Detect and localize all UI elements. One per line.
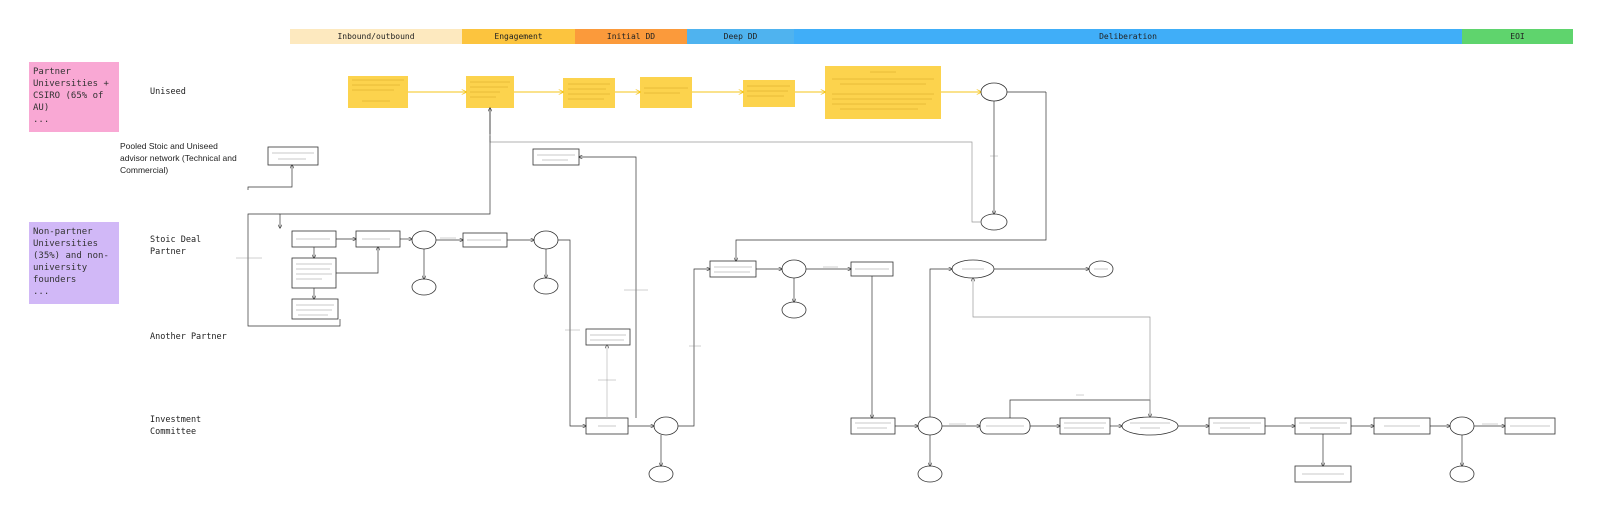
uniseed-note (563, 78, 615, 108)
uniseed-note (348, 76, 408, 108)
process-box (850, 417, 896, 435)
process-box (1294, 417, 1352, 435)
uniseed-note (640, 77, 692, 108)
decision-node (917, 465, 943, 483)
decision-node (411, 230, 437, 250)
decision-node (1449, 416, 1475, 436)
decision-node (1449, 465, 1475, 483)
decision-node (533, 230, 559, 250)
note-extra: ... (33, 115, 50, 125)
phase-bar: Deep DD (687, 29, 794, 44)
uniseed-note (825, 66, 941, 119)
phase-bar: Initial DD (575, 29, 687, 44)
lane-label-investment-committee: Investment Committee (150, 415, 202, 437)
decision-node (781, 301, 807, 319)
lane-label-pooled-advisors: Pooled Stoic and Uniseed advisor network… (120, 141, 237, 175)
process-box (585, 328, 631, 346)
decision-node (533, 277, 559, 295)
process-box (267, 146, 319, 166)
process-box (291, 298, 339, 320)
process-box (291, 257, 337, 289)
partner-universities-note: Partner Universities + CSIRO (65% of AU)… (29, 62, 119, 132)
uniseed-note (743, 80, 795, 107)
decision-node (653, 416, 679, 436)
decision-node (980, 213, 1008, 231)
decision-node (411, 278, 437, 296)
process-box (532, 148, 580, 166)
uniseed-notes (348, 66, 981, 119)
decision-node (781, 259, 807, 279)
process-box (1059, 417, 1111, 435)
nonpartner-universities-note: Non-partner Universities (35%) and non-u… (29, 222, 119, 304)
phase-bar: EOI (1462, 29, 1573, 44)
lane-label-stoic-deal-partner: Stoic Deal Partner (150, 235, 202, 257)
decision-node (980, 82, 1008, 102)
process-box (709, 260, 757, 278)
process-box (1208, 417, 1266, 435)
note-label: Non-partner Universities (35%) and non-u… (33, 227, 109, 285)
decision-node (917, 416, 943, 436)
decision-node (648, 465, 674, 483)
phase-bar: Engagement (462, 29, 575, 44)
lane-label-uniseed: Uniseed (150, 87, 186, 97)
note-label: Partner Universities + CSIRO (65% of AU) (33, 67, 109, 113)
note-extra: ... (33, 287, 50, 297)
decision-node (1121, 416, 1179, 436)
lane-label-another-partner: Another Partner (150, 332, 227, 342)
phase-bar: Inbound/outbound (290, 29, 462, 44)
phase-bar: Deliberation (794, 29, 1462, 44)
